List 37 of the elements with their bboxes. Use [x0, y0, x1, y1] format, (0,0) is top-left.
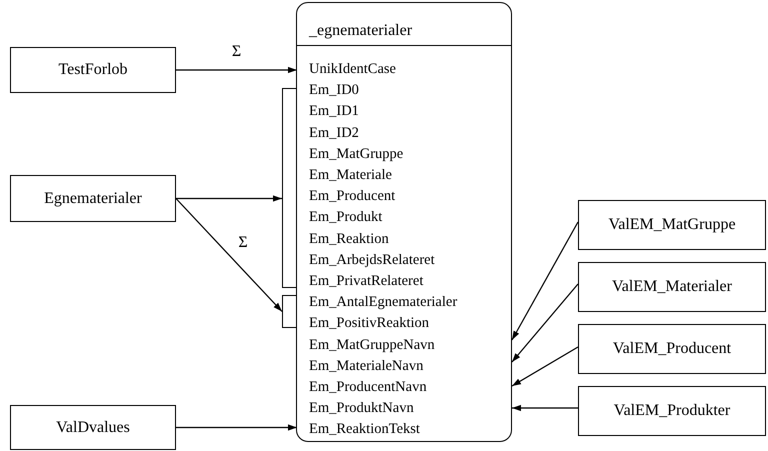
field-row: Em_ID2	[297, 122, 511, 144]
field-row: Em_ID1	[297, 101, 511, 122]
entity-box: Egnematerialer	[10, 175, 176, 222]
field-row: Em_PositivReaktion	[297, 313, 511, 334]
field-row: Em_ID0	[297, 80, 511, 102]
arrow	[176, 198, 282, 312]
field-row: Em_MatGruppeNavn	[297, 334, 511, 356]
field-row: Em_AntalEgnematerialer	[297, 292, 511, 314]
entity-box: ValEM_Producent	[578, 324, 766, 374]
arrow	[511, 222, 579, 340]
entity-box: ValEM_MatGruppe	[578, 200, 766, 250]
arrow	[176, 66, 297, 74]
table-box	[296, 2, 512, 442]
arrow	[512, 404, 578, 412]
entity-box: TestForlob	[10, 47, 176, 93]
field-row: Em_ReaktionTekst	[297, 419, 511, 440]
entity-box: ValEM_Materialer	[578, 262, 766, 312]
field-row: Em_Produkt	[297, 207, 511, 228]
bracket	[282, 88, 296, 288]
field-row: Em_MatGruppe	[297, 144, 511, 165]
arrow	[176, 424, 297, 431]
table-title: _egnematerialer	[309, 21, 412, 41]
bracket	[282, 295, 296, 328]
field-row: Em_PrivatRelateret	[297, 271, 511, 292]
field-row: Em_Producent	[297, 186, 511, 208]
field-row: Em_MaterialeNavn	[297, 356, 511, 377]
arrow	[176, 195, 282, 202]
field-row: Em_Materiale	[297, 165, 511, 186]
field-row: Em_ProduktNavn	[297, 398, 511, 420]
field-row: Em_Reaktion	[297, 228, 511, 250]
entity-box: ValEM_Produkter	[578, 386, 766, 436]
field-row: Em_ProducentNavn	[297, 377, 511, 398]
entity-box: ValDvalues	[10, 405, 176, 450]
field-row: Em_ArbejdsRelateret	[297, 250, 511, 271]
arrow	[512, 346, 578, 387]
field-row: UnikIdentCase	[297, 59, 511, 80]
arrow	[512, 284, 578, 362]
